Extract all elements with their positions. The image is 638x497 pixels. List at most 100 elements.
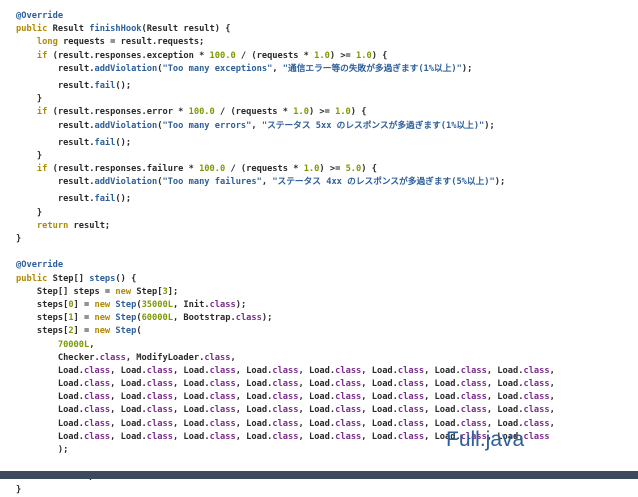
code-token: 5.0 [345, 164, 362, 175]
code-token: (result.responses.exception * [47, 50, 210, 61]
code-token: steps [89, 273, 116, 284]
code-token: Step[] [47, 273, 90, 284]
code-token [16, 164, 37, 174]
code-token: result. [16, 177, 95, 188]
code-token: 0 [68, 299, 74, 310]
code-token: 3 [162, 286, 168, 297]
code-token: class [460, 418, 487, 429]
code-token: } [16, 234, 22, 244]
code-token: , Load. [298, 392, 336, 403]
code-token: public [16, 24, 48, 35]
code-token: ( [136, 299, 142, 310]
code-token: (result.responses.failure * [47, 164, 200, 175]
code-token: Load. [16, 418, 84, 429]
code-token: "通信エラー等の失敗が多過ぎます(1%以上)" [282, 63, 462, 74]
code-token: ); [235, 299, 247, 310]
code-token: , Bootstrap. [172, 313, 236, 324]
code-token: "Too many errors" [162, 120, 252, 131]
code-token: , ModifyLoader. [125, 352, 205, 363]
code-token: , Load. [298, 379, 336, 390]
bottom-bar [0, 471, 638, 479]
code-token: steps[ [16, 313, 69, 324]
code-token: class [209, 405, 236, 416]
code-line: Load.class, Load.class, Load.class, Load… [16, 391, 636, 404]
code-token: Step [115, 299, 137, 310]
code-token: , Load. [110, 392, 147, 403]
code-token: , Load. [424, 379, 461, 390]
code-token: , Load. [235, 365, 273, 376]
code-token: Load. [16, 405, 84, 416]
code-token: , [549, 365, 555, 376]
code-token: class [335, 431, 362, 442]
code-token: , Load. [110, 379, 147, 390]
code-token: , Load. [486, 392, 524, 403]
code-token: class [523, 418, 550, 429]
code-token: , Load. [235, 405, 273, 416]
code-line: result.fail(); [16, 137, 636, 150]
code-line: if (result.responses.error * 100.0 / (re… [16, 106, 636, 119]
code-token: class [272, 379, 299, 390]
code-line: } [16, 233, 636, 246]
code-token: steps[ [16, 326, 69, 337]
code-token: 1 [68, 313, 74, 324]
code-token: "ステータス 4xx のレスポンスが多過ぎます(5%以上)" [272, 177, 495, 188]
code-token: class [146, 392, 173, 403]
code-token: class [84, 379, 111, 390]
code-line: } [16, 484, 636, 497]
code-token: , Load. [361, 392, 398, 403]
code-token: , [549, 405, 555, 416]
code-token: "ステータス 5xx のレスポンスが多過ぎます(1%以上)" [261, 120, 485, 131]
code-token: result. [16, 137, 95, 148]
code-token: class [460, 392, 487, 403]
code-token: , Load. [172, 405, 210, 416]
code-token: class [146, 431, 173, 442]
code-token: class [523, 379, 550, 390]
code-token: (); [115, 137, 132, 148]
code-token: , Load. [361, 418, 398, 429]
code-token: Step [115, 313, 137, 324]
code-token: Step [115, 326, 137, 337]
code-token: finishHook [89, 24, 142, 35]
code-token: new [115, 286, 132, 297]
code-line: @Override [16, 10, 636, 23]
code-token: 100.0 [199, 164, 226, 175]
code-token: ( [136, 313, 142, 324]
code-token: , Load. [361, 365, 398, 376]
code-token: class [335, 365, 362, 376]
code-token: class [209, 299, 236, 310]
code-line: long requests = result.requests; [16, 36, 636, 49]
code-token [16, 221, 37, 231]
code-token: , Init. [172, 299, 210, 310]
code-token: , Load. [172, 365, 210, 376]
code-token: Result [47, 24, 90, 35]
code-line: result.fail(); [16, 193, 636, 206]
code-token: class [209, 392, 236, 403]
code-token: new [94, 299, 111, 310]
code-token: class [99, 352, 126, 363]
code-token: class [84, 405, 111, 416]
code-token: new [94, 326, 111, 337]
code-token: ( [157, 63, 163, 74]
code-token: 2 [68, 326, 74, 337]
code-token: class [146, 405, 173, 416]
code-line: 70000L, [16, 339, 636, 352]
code-token: , Load. [172, 418, 210, 429]
code-token: if [36, 107, 48, 118]
code-token: Step[] steps = [16, 286, 116, 297]
code-token: , Load. [486, 418, 524, 429]
code-line: return result; [16, 220, 636, 233]
code-token: 70000L [57, 339, 90, 350]
code-token: @Override [16, 11, 64, 21]
code-line [16, 246, 636, 259]
code-token: Step[ [131, 286, 163, 297]
code-token: } [16, 150, 43, 161]
code-token: ) { [350, 107, 367, 118]
code-token: if [36, 50, 48, 61]
code-token: class [460, 379, 487, 390]
code-token: ] = [73, 299, 95, 310]
code-token: result. [16, 63, 95, 74]
code-token: result; [68, 220, 111, 231]
code-token: , [549, 418, 555, 429]
code-token: , Load. [298, 405, 336, 416]
code-line: result.addViolation("Too many exceptions… [16, 63, 636, 76]
